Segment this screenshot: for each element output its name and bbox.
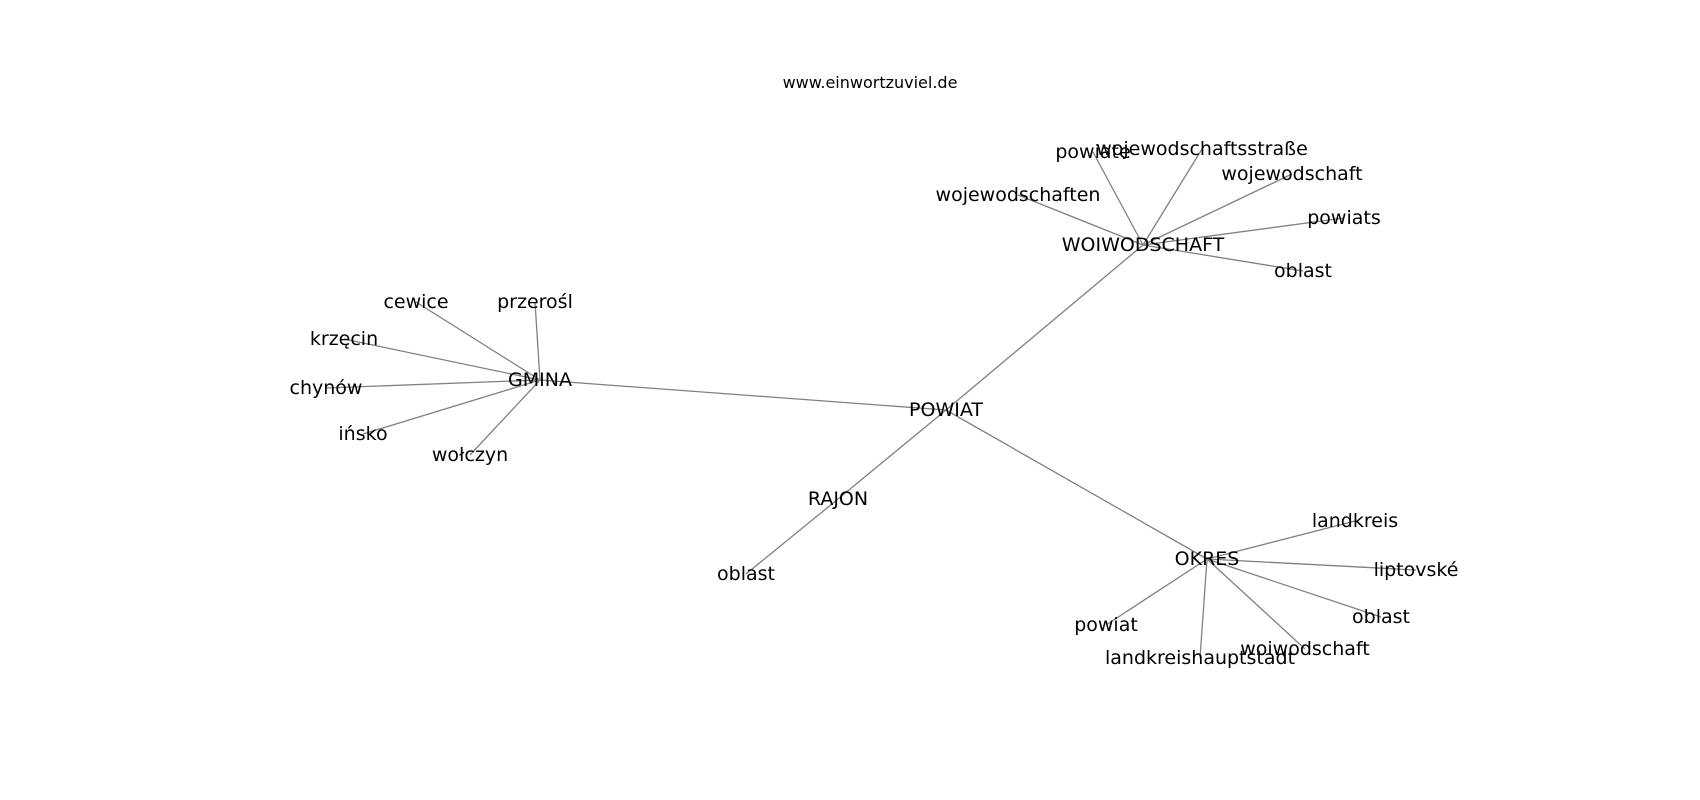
node-cewice: cewice [383, 291, 448, 313]
edge-powiat_center-gmina [539, 379, 947, 411]
node-oblast_o: oblast [1352, 606, 1410, 628]
edge-woiwodschaft-wojewodschaftsstrasse [1142, 148, 1203, 246]
edge-gmina-krzecin [343, 338, 541, 381]
edge-woiwodschaft-wojewodschaften [1017, 194, 1144, 246]
node-woiwodschaft_o: woiwodschaft [1240, 638, 1370, 660]
edge-gmina-chynow [325, 379, 541, 389]
edge-powiat_center-woiwodschaft [945, 244, 1144, 411]
node-wolczyn: wołczyn [432, 444, 508, 466]
edge-okres-powiat_o [1105, 558, 1208, 626]
edge-gmina-przerosl [534, 301, 541, 381]
node-powiate: powiate [1055, 141, 1130, 163]
node-insko: ińsko [338, 423, 387, 445]
edge-okres-landkreis [1206, 520, 1356, 560]
edge-gmina-cewice [415, 301, 541, 381]
graph-edges [325, 148, 1417, 659]
node-liptovske: liptovské [1374, 559, 1459, 581]
node-powiat_center: POWIAT [909, 399, 983, 421]
node-powiats: powiats [1307, 207, 1381, 229]
node-woiwodschaft: WOIWODSCHAFT [1062, 234, 1225, 256]
node-landkreishauptstadt: landkreishauptstadt [1105, 647, 1295, 669]
edge-powiat_center-rajon [837, 409, 947, 500]
node-oblast_w: oblast [1274, 260, 1332, 282]
edge-woiwodschaft-wojewodschaft_w [1142, 173, 1293, 246]
edge-woiwodschaft-powiats [1142, 217, 1345, 246]
edge-okres-liptovske [1206, 558, 1417, 571]
node-wojewodschaftsstrasse: wojewodschaftsstraße [1096, 138, 1308, 160]
node-landkreis: landkreis [1312, 510, 1398, 532]
edge-okres-landkreishauptstadt [1199, 558, 1208, 659]
node-okres: OKRES [1175, 548, 1240, 570]
graph-nodes: POWIAT GMINA WOIWODSCHAFT RAJON OKRES cewice p… [290, 138, 1459, 669]
node-krzecin: krzęcin [310, 328, 378, 350]
edge-gmina-insko [362, 379, 541, 435]
edge-powiat_center-okres [945, 409, 1208, 560]
node-wojewodschaften: wojewodschaften [936, 184, 1101, 206]
edge-okres-woiwodschaft_o [1206, 558, 1306, 650]
edge-rajon-oblast_r [745, 498, 839, 575]
node-oblast_r: oblast [717, 563, 775, 585]
site-url: www.einwortzuviel.de [783, 73, 958, 92]
node-rajon: RAJON [808, 488, 868, 510]
node-przerosl: przerośl [497, 291, 573, 313]
node-wojewodschaft_w: wojewodschaft [1221, 163, 1362, 185]
edge-woiwodschaft-oblast_w [1142, 244, 1304, 272]
edge-woiwodschaft-powiate [1092, 151, 1144, 246]
node-powiat_o: powiat [1074, 614, 1138, 636]
node-gmina: GMINA [508, 369, 572, 391]
node-chynow: chynów [290, 377, 363, 399]
edge-okres-oblast_o [1206, 558, 1382, 618]
edge-gmina-wolczyn [469, 379, 541, 456]
